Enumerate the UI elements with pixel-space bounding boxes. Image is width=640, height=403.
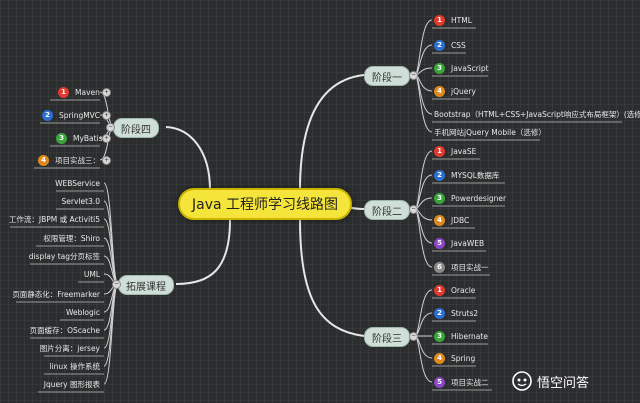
leaf-expand-7[interactable]: 页面静态化：Freemarker <box>12 289 100 299</box>
leaf-expand-3[interactable]: 工作流：JBPM 或 Activiti5 <box>8 214 100 224</box>
leaf-expand-1[interactable]: WEBService <box>55 178 100 188</box>
leaf-expand-4[interactable]: 权限管理：Shiro <box>43 233 100 243</box>
number-badge-icon: 4 <box>434 352 445 364</box>
number-badge-icon: 2 <box>42 109 53 121</box>
leaf-expand-10[interactable]: 图片分离：jersey <box>39 343 100 353</box>
number-badge-icon: 2 <box>434 169 445 181</box>
number-badge-icon: 5 <box>434 237 445 249</box>
number-badge-icon: 2 <box>434 307 445 319</box>
branch-stage1[interactable]: 阶段一 <box>364 66 410 86</box>
root-node[interactable]: Java 工程师学习线路图 <box>178 188 352 220</box>
leaf-expand-11[interactable]: linux 操作系统 <box>49 361 101 371</box>
number-badge-icon: 1 <box>58 86 69 98</box>
number-badge-icon: 1 <box>434 145 445 157</box>
leaf-expand-8[interactable]: Weblogic <box>66 307 100 317</box>
branch-stage2[interactable]: 阶段二 <box>364 200 410 220</box>
edge-root-stage1 <box>299 74 365 191</box>
number-badge-icon: 6 <box>434 261 445 273</box>
expand-toggle-icon[interactable]: + <box>102 156 111 165</box>
number-badge-icon: 1 <box>434 14 445 26</box>
edge-root-stage4 <box>165 126 211 191</box>
number-badge-icon: 1 <box>434 284 445 296</box>
branch-expand[interactable]: 拓展课程 <box>118 275 174 295</box>
number-badge-icon: 4 <box>434 214 445 226</box>
leaf-expand-12[interactable]: Jquery 图形报表 <box>43 379 100 389</box>
leaf-expand-2[interactable]: Servlet3.0 <box>61 196 100 206</box>
collapse-toggle-icon[interactable]: − <box>409 205 418 214</box>
number-badge-icon: 3 <box>434 62 445 74</box>
leaf-stage1-5[interactable]: Bootstrap（HTML+CSS+JavaScript响应式布局框架）(选修… <box>434 109 640 119</box>
expand-toggle-icon[interactable]: + <box>102 88 111 97</box>
number-badge-icon: 2 <box>434 39 445 51</box>
number-badge-icon: 3 <box>434 192 445 204</box>
edge-root-stage3 <box>299 219 365 337</box>
branch-stage3[interactable]: 阶段三 <box>364 327 410 347</box>
branch-stage4[interactable]: 阶段四 <box>113 118 159 138</box>
expand-toggle-icon[interactable]: + <box>102 111 111 120</box>
collapse-toggle-icon[interactable]: − <box>106 123 115 132</box>
leaf-expand-5[interactable]: display tag分页标签 <box>28 251 100 261</box>
number-badge-icon: 5 <box>434 376 445 388</box>
leaf-expand-9[interactable]: 页面缓存：OScache <box>29 325 100 335</box>
number-badge-icon: 3 <box>434 330 445 342</box>
collapse-toggle-icon[interactable]: − <box>409 71 418 80</box>
leaf-expand-6[interactable]: UML <box>83 269 100 279</box>
watermark: 悟空问答 <box>512 370 589 392</box>
leaf-stage1-6[interactable]: 手机网站jQuery Mobile（选修） <box>434 127 546 137</box>
number-badge-icon: 4 <box>38 154 49 166</box>
collapse-toggle-icon[interactable]: − <box>112 280 121 289</box>
edge-root-expand <box>175 219 231 285</box>
number-badge-icon: 4 <box>434 85 445 97</box>
number-badge-icon: 3 <box>56 132 67 144</box>
expand-toggle-icon[interactable]: + <box>102 134 111 143</box>
wukong-logo-icon <box>512 371 532 391</box>
collapse-toggle-icon[interactable]: − <box>409 332 418 341</box>
